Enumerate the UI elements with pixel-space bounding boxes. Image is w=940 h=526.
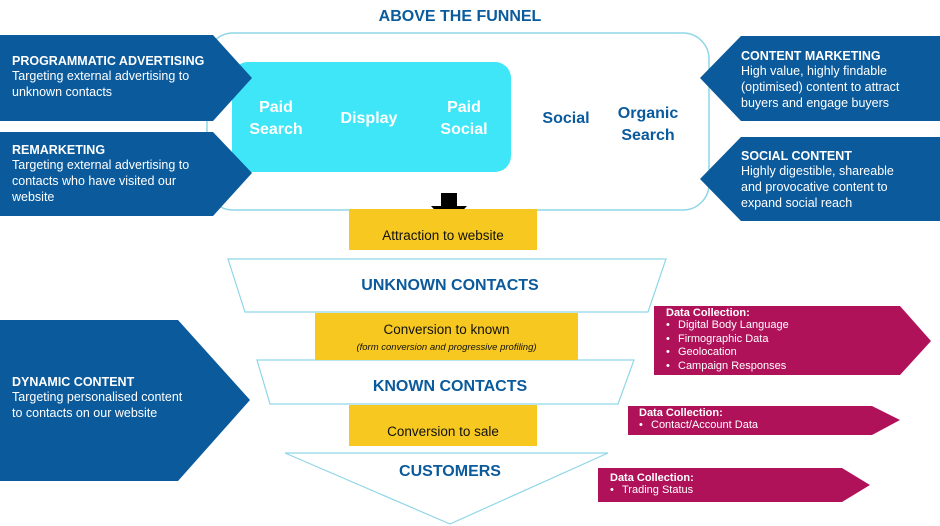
programmatic-title: PROGRAMMATIC ADVERTISING [12, 54, 205, 68]
content-marketing-line-1: High value, highly findable [741, 64, 887, 78]
social-content-title: SOCIAL CONTENT [741, 149, 852, 163]
dynamic-title: DYNAMIC CONTENT [12, 375, 135, 389]
channel-paid-social-line-1: Paid [447, 99, 481, 116]
unknown-contacts-title: UNKNOWN CONTACTS [361, 277, 539, 294]
data-collection-known-title: Data Collection: [666, 307, 750, 319]
data-collection-known-item: Geolocation [666, 346, 896, 360]
programmatic-text: PROGRAMMATIC ADVERTISING Targeting exter… [12, 54, 237, 100]
conversion-known-box [315, 313, 578, 360]
above-funnel-title: ABOVE THE FUNNEL [378, 8, 542, 25]
data-collection-customers-title: Data Collection: [610, 472, 694, 484]
channel-organic-search: Organic Search [604, 103, 692, 147]
paid-channels-box [232, 62, 511, 172]
known-contacts-title: KNOWN CONTACTS [372, 378, 528, 395]
remarketing-line-1: Targeting external advertising to [12, 158, 190, 172]
data-collection-sale-title: Data Collection: [639, 407, 723, 419]
conversion-known-label: Conversion to known [383, 322, 510, 337]
customers-stage [284, 452, 609, 525]
social-content-line-2: and provocative content to [741, 180, 888, 194]
programmatic-line-1: Targeting external advertising to [12, 69, 190, 83]
attraction-box [349, 209, 537, 250]
data-collection-customers: Data Collection: Trading Status [610, 472, 840, 498]
remarketing-line-2: contacts who have visited our [12, 174, 176, 188]
conversion-sale-box [349, 405, 537, 446]
content-marketing-line-2: (optimised) content to attract [741, 80, 900, 94]
data-collection-known: Data Collection: Digital Body Language F… [666, 307, 896, 373]
channel-social: Social [542, 110, 590, 127]
remarketing-line-3: website [12, 190, 55, 204]
channel-paid-social-line-2: Social [440, 121, 488, 138]
content-marketing-line-3: buyers and engage buyers [741, 96, 890, 110]
unknown-contacts-stage [227, 258, 667, 313]
social-content-line-3: expand social reach [741, 196, 853, 210]
dynamic-text: DYNAMIC CONTENT Targeting personalised c… [12, 375, 222, 421]
social-content-line-1: Highly digestible, shareable [741, 164, 894, 178]
remarketing-arrow-box [0, 132, 252, 216]
programmatic-line-2: unknown contacts [12, 85, 113, 99]
content-marketing-text: CONTENT MARKETING High value, highly fin… [741, 49, 937, 111]
remarketing-title: REMARKETING [12, 143, 106, 157]
data-collection-sale-item: Contact/Account Data [639, 419, 869, 433]
conversion-sale-label: Conversion to sale [387, 424, 499, 439]
data-collection-sale: Data Collection: Contact/Account Data [639, 407, 869, 433]
conversion-known-note: (form conversion and progressive profili… [356, 342, 537, 353]
dynamic-line-2: to contacts on our website [12, 406, 158, 420]
dynamic-arrow-box [0, 320, 250, 481]
customers-title: CUSTOMERS [399, 463, 501, 480]
channel-organic-search-line-2: Search [621, 127, 675, 144]
data-collection-known-item: Digital Body Language [666, 319, 896, 333]
channel-paid-search-line-1: Paid [259, 99, 293, 116]
attraction-label: Attraction to website [382, 228, 504, 243]
content-marketing-title: CONTENT MARKETING [741, 49, 881, 63]
remarketing-text: REMARKETING Targeting external advertisi… [12, 143, 237, 205]
social-content-arrow-box [700, 137, 940, 221]
channel-paid-search-line-2: Search [249, 121, 303, 138]
dynamic-line-1: Targeting personalised content [12, 390, 183, 404]
social-content-text: SOCIAL CONTENT Highly digestible, sharea… [741, 149, 937, 211]
data-collection-known-item: Firmographic Data [666, 333, 896, 347]
programmatic-arrow-box [0, 35, 252, 121]
data-collection-customers-item: Trading Status [610, 484, 840, 498]
channel-organic-search-line-1: Organic [617, 105, 679, 122]
channel-display: Display [340, 110, 398, 127]
data-collection-known-item: Campaign Responses [666, 360, 896, 374]
channel-paid-search: Paid Search [236, 97, 316, 141]
content-marketing-arrow-box [700, 36, 940, 121]
channel-paid-social: Paid Social [424, 97, 504, 141]
